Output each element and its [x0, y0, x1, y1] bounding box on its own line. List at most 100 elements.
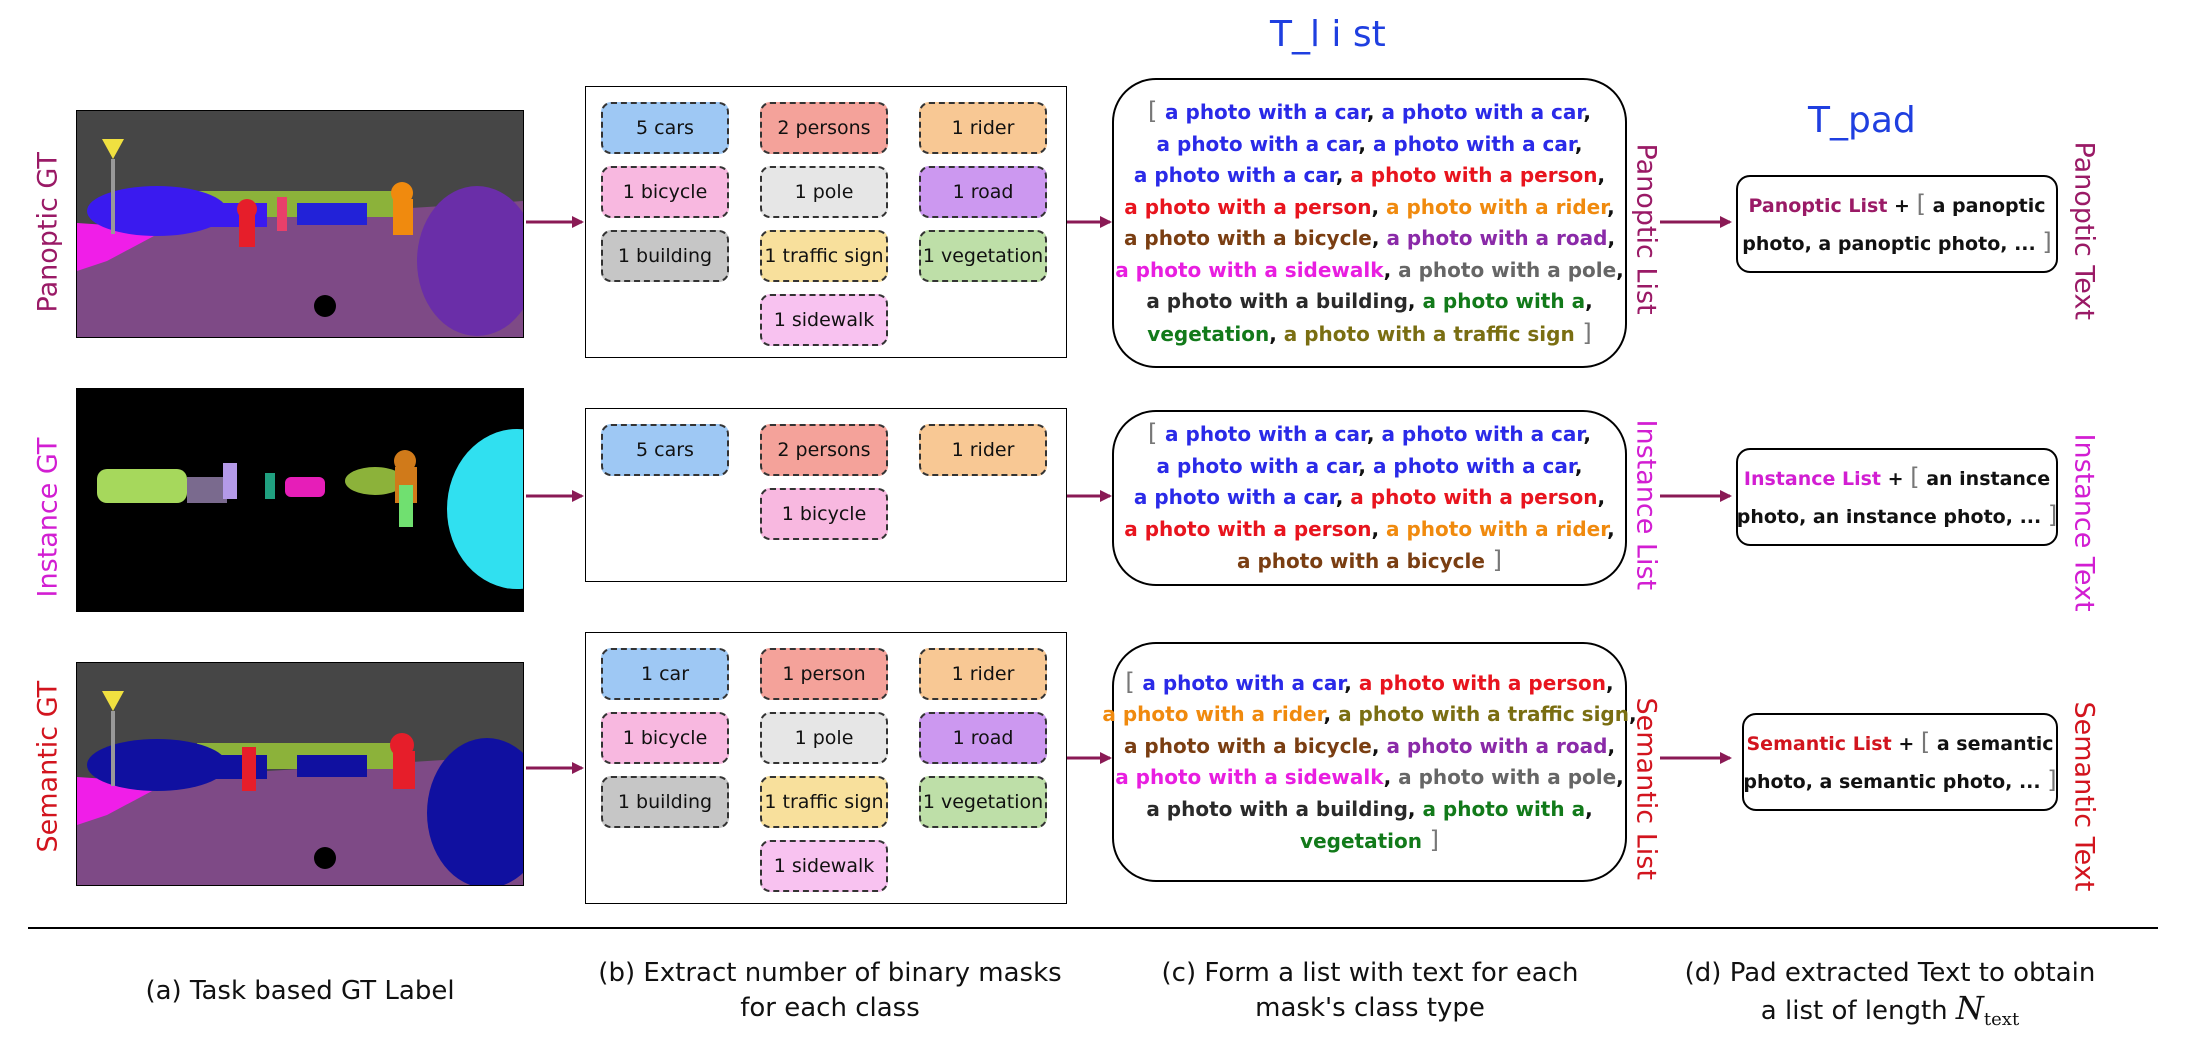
instance-gt-image [76, 388, 524, 612]
list-separator: , [1344, 670, 1359, 695]
instance-pad-plus: + [1881, 468, 1911, 490]
bracket-close: ] [1484, 546, 1502, 575]
list-separator: , [1583, 100, 1591, 124]
caption-a: (a) Task based GT Label [145, 976, 455, 1006]
chip-semantic-1: 1 person [760, 648, 888, 700]
chip-instance-0: 5 cars [601, 424, 729, 476]
chip-panoptic-7: 1 traffic sign [760, 230, 888, 282]
instance-text-label: Instance Text [2068, 433, 2100, 612]
list-entry-person: a photo with a person [1358, 670, 1607, 695]
panoptic-pad-line2: photo, a panoptic photo, ... [1742, 233, 2036, 255]
semantic-list-label: Semantic List [1630, 697, 1662, 880]
chip-semantic-5: 1 road [919, 712, 1047, 764]
list-separator: , [1371, 226, 1387, 250]
panoptic-pad-plus: + [1887, 195, 1917, 217]
list-separator: , [1607, 226, 1616, 250]
semantic-list-box: [ a photo with a car, a photo with a per… [1102, 642, 1637, 882]
list-entry-car: a photo with a car [1381, 422, 1584, 447]
list-entry-rider: a photo with a rider [1102, 702, 1324, 726]
instance-pad-line1: an instance [1926, 468, 2051, 490]
list-entry-car: a photo with a car [1133, 485, 1336, 510]
caption-b-line1: (b) Extract number of binary masks [598, 958, 1062, 988]
list-entry-sidewalk: a photo with a sidewalk [1115, 257, 1384, 282]
list-line: a photo with a sidewalk, a photo with a … [1115, 255, 1624, 287]
list-separator: , [1606, 670, 1614, 695]
chip-instance-2: 1 rider [919, 424, 1047, 476]
bracket-close: ] [2047, 766, 2057, 794]
instance-pad-line2: photo, an instance photo, ... [1736, 506, 2042, 528]
chip-panoptic-1: 2 persons [760, 102, 888, 154]
bracket-open: [ [1148, 419, 1166, 448]
chip-semantic-8: 1 vegetation [919, 776, 1047, 828]
list-separator: , [1607, 733, 1616, 758]
list-entry-car: a photo with a car [1142, 670, 1345, 695]
chip-instance-1: 2 persons [760, 424, 888, 476]
list-separator: , [1574, 131, 1583, 156]
caption-d-n-symbol: N [1955, 989, 1984, 1027]
list-line: a photo with a car, a photo with a perso… [1115, 160, 1624, 192]
chip-panoptic-9: 1 sidewalk [760, 294, 888, 346]
semantic-pad-line1: a semantic [1936, 733, 2054, 755]
list-entry-car: a photo with a car [1156, 453, 1359, 478]
list-separator: , [1335, 163, 1351, 187]
list-entry-sidewalk: a photo with a sidewalk [1115, 765, 1384, 789]
list-entry-car: a photo with a car [1156, 131, 1359, 156]
panoptic-list-text: [ a photo with a car, a photo with a car… [1115, 96, 1624, 350]
chip-panoptic-2: 1 rider [919, 102, 1047, 154]
list-entry-rider: a photo with a rider [1386, 516, 1608, 541]
list-separator: , [1358, 131, 1373, 156]
list-separator: , [1383, 765, 1399, 789]
caption-d-line1: (d) Pad extracted Text to obtain [1684, 958, 2096, 988]
list-separator: , [1583, 422, 1591, 447]
list-separator: , [1407, 289, 1423, 313]
list-line: [ a photo with a car, a photo with a per… [1102, 667, 1636, 700]
caption-d-n-subscript: text [1983, 1009, 2020, 1031]
semantic-gt-image [76, 662, 524, 886]
caption-c-line2: mask's class type [1255, 993, 1485, 1023]
panoptic-list-label: Panoptic List [1630, 143, 1662, 315]
list-entry-traffic_sign: a photo with a traffic sign [1338, 702, 1629, 726]
list-separator: , [1335, 485, 1351, 510]
panoptic-pad-box: Panoptic List + [ a panoptic photo, a pa… [1736, 175, 2058, 273]
list-entry-building: a photo with a building [1146, 289, 1408, 313]
list-line: a photo with a person, a photo with a ri… [1124, 514, 1614, 546]
list-separator: , [1366, 100, 1382, 124]
list-line: a photo with a person, a photo with a ri… [1115, 192, 1624, 224]
chip-panoptic-0: 5 cars [601, 102, 729, 154]
list-line: [ a photo with a car, a photo with a car… [1124, 418, 1614, 451]
caption-divider [28, 927, 2158, 929]
instance-list-label: Instance List [1630, 419, 1662, 591]
chip-panoptic-6: 1 building [601, 230, 729, 282]
list-separator: , [1616, 765, 1624, 789]
list-entry-bicycle: a photo with a bicycle [1237, 549, 1485, 574]
caption-c-line1: (c) Form a list with text for each [1161, 958, 1579, 988]
chip-instance-3: 1 bicycle [760, 488, 888, 540]
chip-semantic-6: 1 building [601, 776, 729, 828]
list-entry-vegetation: vegetation [1147, 321, 1270, 346]
caption-d-line2: a list of length [1760, 996, 1956, 1026]
chip-semantic-7: 1 traffic sign [760, 776, 888, 828]
list-entry-car: a photo with a car [1165, 422, 1367, 447]
bracket-open: [ [1916, 190, 1926, 218]
semantic-pad-name: Semantic List [1746, 733, 1892, 755]
list-separator: , [1585, 289, 1593, 313]
list-separator: , [1407, 796, 1423, 821]
chip-semantic-2: 1 rider [919, 648, 1047, 700]
list-entry-bicycle: a photo with a bicycle [1123, 733, 1372, 758]
list-separator: , [1607, 516, 1615, 541]
list-entry-pole: a photo with a pole [1398, 257, 1617, 282]
list-separator: , [1629, 702, 1637, 726]
bracket-open: [ [1910, 463, 1920, 491]
panoptic-gt-image [76, 110, 524, 338]
list-entry-vegetation: a photo with a [1422, 289, 1586, 313]
chip-semantic-9: 1 sidewalk [760, 840, 888, 892]
list-entry-vegetation: a photo with a [1422, 796, 1586, 821]
list-entry-rider: a photo with a rider [1386, 194, 1608, 219]
panoptic-pad-name: Panoptic List [1748, 195, 1888, 217]
list-entry-car: a photo with a car [1165, 100, 1367, 124]
semantic-list-text: [ a photo with a car, a photo with a per… [1102, 667, 1636, 858]
list-entry-person: a photo with a person [1350, 485, 1598, 510]
caption-d: (d) Pad extracted Text to obtain a list … [1660, 956, 2120, 1037]
list-line: a photo with a bicycle ] [1124, 545, 1614, 578]
